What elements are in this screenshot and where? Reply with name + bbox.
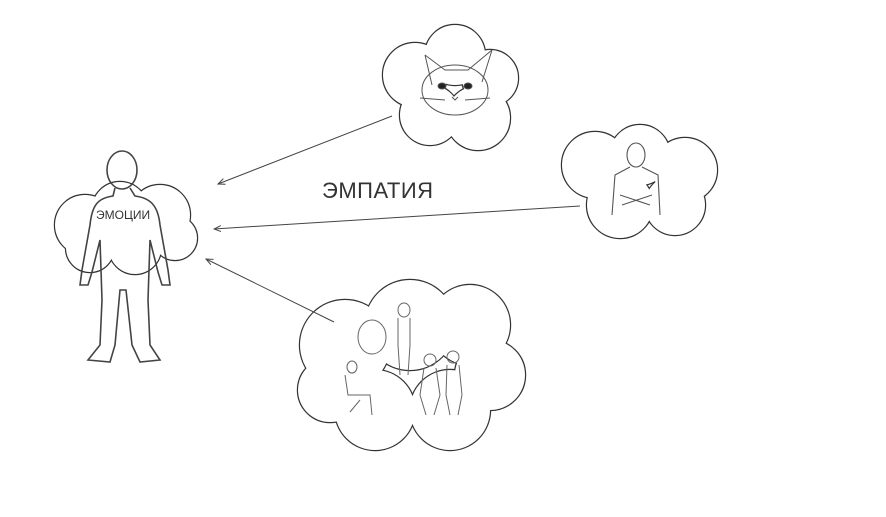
arrow-from-cat <box>218 115 393 184</box>
cat-icon <box>419 49 493 116</box>
man-cloud <box>560 123 719 240</box>
man-icon <box>611 142 661 216</box>
people-cloud <box>296 278 527 452</box>
people-group-icon <box>344 302 463 416</box>
cat-cloud <box>381 23 520 152</box>
diagram-title: ЭМПАТИЯ <box>322 178 434 203</box>
arrow-from-group <box>206 259 335 323</box>
person-label: ЭМОЦИИ <box>96 208 151 222</box>
emotion-cloud <box>53 180 199 276</box>
arrow-from-man <box>214 205 581 229</box>
person-figure <box>79 150 171 363</box>
